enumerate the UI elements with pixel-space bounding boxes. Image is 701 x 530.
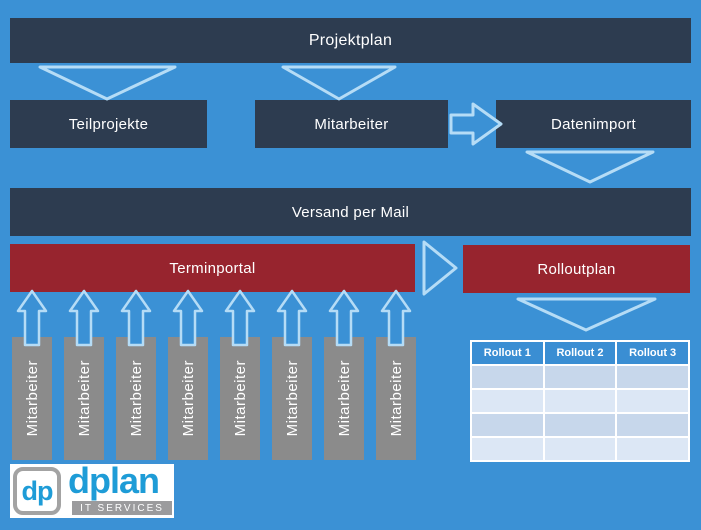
chevron-down-icon <box>525 150 655 184</box>
node-datenimport-label: Datenimport <box>550 115 636 133</box>
node-terminportal-label: Terminportal <box>169 259 256 277</box>
rollout-table-cell <box>544 438 616 460</box>
rollout-table-cell <box>544 366 616 388</box>
rollout-table-cell <box>617 366 688 388</box>
portal-input-column: Mitarbeiter <box>168 337 208 460</box>
portal-input-label: Mitarbeiter <box>231 360 249 437</box>
node-terminportal: Terminportal <box>10 244 415 292</box>
node-versand-per-mail: Versand per Mail <box>10 188 691 236</box>
portal-input-label: Mitarbeiter <box>75 360 93 437</box>
node-projektplan-label: Projektplan <box>308 31 393 49</box>
node-datenimport: Datenimport <box>496 100 691 148</box>
rollout-table-cell <box>544 414 616 436</box>
portal-input-column: Mitarbeiter <box>64 337 104 460</box>
dplan-monogram: dp <box>13 467 61 515</box>
dplan-wordmark: dplan <box>68 460 160 501</box>
triangle-right-icon <box>422 240 458 296</box>
rollout-table-header: Rollout 3 <box>617 342 688 364</box>
rollout-table-cell <box>472 366 543 388</box>
chevron-down-icon <box>281 65 397 101</box>
portal-input-column: Mitarbeiter <box>12 337 52 460</box>
portal-input-label: Mitarbeiter <box>387 360 405 437</box>
rollout-table-cell <box>617 438 688 460</box>
dplan-tagline: IT SERVICES <box>72 501 172 515</box>
node-rolloutplan-label: Rolloutplan <box>537 260 616 278</box>
dplan-logo: dp dplan IT SERVICES <box>10 460 174 518</box>
node-rolloutplan: Rolloutplan <box>463 245 690 293</box>
node-teilprojekte-label: Teilprojekte <box>68 115 149 133</box>
portal-input-column: Mitarbeiter <box>220 337 260 460</box>
node-mitarbeiter-label: Mitarbeiter <box>314 115 389 133</box>
node-teilprojekte: Teilprojekte <box>10 100 207 148</box>
portal-input-label: Mitarbeiter <box>335 360 353 437</box>
portal-input-label: Mitarbeiter <box>23 360 41 437</box>
portal-input-label: Mitarbeiter <box>283 360 301 437</box>
portal-input-column: Mitarbeiter <box>376 337 416 460</box>
rollout-table-cell <box>472 414 543 436</box>
chevron-down-icon <box>516 297 657 332</box>
rollout-table-cell <box>617 414 688 436</box>
node-mitarbeiter: Mitarbeiter <box>255 100 448 148</box>
portal-input-column: Mitarbeiter <box>324 337 364 460</box>
rollout-table-cell <box>472 390 543 412</box>
rollout-table-header: Rollout 1 <box>472 342 543 364</box>
rollout-table: Rollout 1 Rollout 2 Rollout 3 <box>470 340 690 462</box>
portal-input-label: Mitarbeiter <box>179 360 197 437</box>
rollout-table-cell <box>472 438 543 460</box>
chevron-down-icon <box>38 65 177 101</box>
portal-input-column: Mitarbeiter <box>116 337 156 460</box>
node-versand-per-mail-label: Versand per Mail <box>291 203 410 221</box>
node-projektplan: Projektplan <box>10 18 691 63</box>
portal-input-label: Mitarbeiter <box>127 360 145 437</box>
arrow-right-icon <box>449 102 503 146</box>
rollout-table-cell <box>617 390 688 412</box>
portal-input-column: Mitarbeiter <box>272 337 312 460</box>
rollout-table-header: Rollout 2 <box>544 342 616 364</box>
rollout-table-cell <box>544 390 616 412</box>
